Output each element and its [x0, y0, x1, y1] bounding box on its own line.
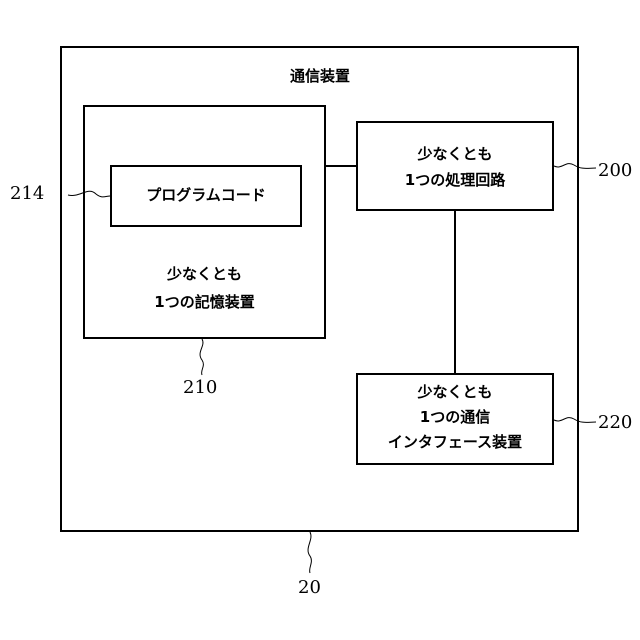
leader-220	[554, 418, 596, 423]
leader-210	[200, 339, 203, 375]
ref-210: 210	[183, 377, 217, 398]
ref-214: 214	[10, 183, 44, 204]
ref-220: 220	[598, 412, 632, 433]
leader-20	[308, 532, 311, 573]
leader-214	[68, 191, 110, 197]
ref-20: 20	[298, 577, 321, 598]
ref-200: 200	[598, 160, 632, 181]
leader-200	[554, 164, 596, 169]
